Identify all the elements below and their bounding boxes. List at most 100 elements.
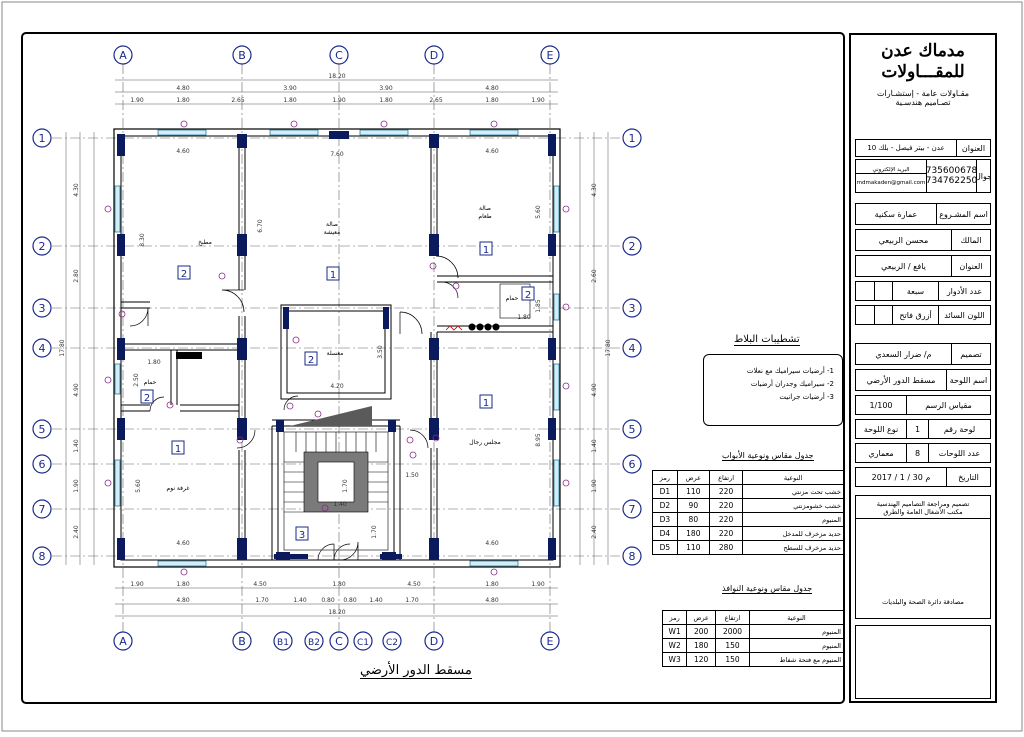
windows-header-1: عرض	[686, 610, 716, 625]
svg-text:5: 5	[39, 423, 46, 436]
grid-bubble-top-C: C	[329, 45, 349, 65]
phone2: 734762250	[926, 176, 976, 186]
dim-right-2: 4.90	[591, 383, 598, 397]
svg-text:معيشة: معيشة	[324, 229, 341, 236]
windows-cell-0-0: W1	[661, 624, 688, 639]
dim-inner-12: 1.80	[147, 359, 161, 366]
svg-text:B2: B2	[308, 638, 320, 648]
dim-top-1-3: 4.80	[485, 85, 499, 92]
svg-text:3: 3	[299, 530, 305, 541]
project-value: عمارة سكنية	[874, 209, 918, 219]
windows-cell-2-3: المنيوم مع فتحة شفاط	[749, 652, 844, 667]
floors-row: سبعة عدد الأدوار	[855, 281, 991, 301]
svg-text:A: A	[119, 635, 127, 648]
svg-text:صالة: صالة	[326, 221, 338, 228]
svg-text:2: 2	[308, 355, 314, 366]
dim-right-overall: 17.80	[605, 339, 612, 356]
review-line1: تصميم ومراجعة التصاميم الهندسية	[876, 500, 970, 508]
dim-top-2-1: 1.80	[176, 97, 190, 104]
dim-bottom-2-6: 1.70	[405, 597, 419, 604]
sheet-no-row: نوع اللوحة 1 لوحة رقم	[855, 419, 991, 439]
address-row: عدن - بيتر فيصل - بلك 10 العنوان	[855, 139, 991, 157]
sheet-type-label: نوع اللوحة	[863, 424, 899, 434]
grid-bubble-left-6: 6	[32, 454, 52, 474]
doors-cell-0-0: D1	[652, 484, 678, 499]
dim-left-5: 2.40	[73, 525, 80, 539]
svg-text:C2: C2	[386, 638, 398, 648]
room-bath1: حمام	[144, 379, 157, 386]
dim-bottom-2-2: 1.40	[293, 597, 307, 604]
dim-bottom-2-5: 1.40	[369, 597, 383, 604]
date-row: 2017 / 1 / 30 م التاريخ	[855, 467, 991, 487]
dim-inner-14: 1.85	[535, 299, 542, 313]
grid-bubble-top-D: D	[424, 45, 444, 65]
dim-top-2-4: 1.90	[332, 97, 346, 104]
windows-header-3: النوعية	[749, 610, 844, 625]
partition-mark	[445, 325, 463, 331]
svg-text:6: 6	[629, 458, 636, 471]
dim-top-2-6: 2.65	[429, 97, 443, 104]
svg-text:2: 2	[39, 240, 46, 253]
sheet-no-value: 1	[906, 420, 928, 438]
doors-header-3: النوعية	[742, 470, 844, 485]
tile-tag-7: 1	[479, 394, 493, 409]
grid-bubble-top-A: A	[113, 45, 133, 65]
phone1: 735600678	[926, 166, 976, 176]
window-dark-panes	[274, 554, 402, 559]
color-value: أزرق فاتح	[892, 306, 938, 324]
grid-bubble-left-5: 5	[32, 419, 52, 439]
approval-text: مصادقة دائرة الصحة والبلديات	[882, 598, 964, 606]
tile-tag-5: 2	[140, 389, 154, 404]
drawing-value: مسقط الدور الأرضي	[866, 375, 936, 385]
svg-text:2: 2	[181, 269, 187, 280]
dim-right-4: 1.90	[591, 479, 598, 493]
tile-tag-1: 1	[326, 266, 340, 281]
dim-left-1: 2.80	[73, 269, 80, 283]
dim-inner-8: 8.95	[535, 433, 542, 447]
scale-label: مقياس الرسم	[906, 396, 990, 414]
dim-inner-15: 1.80	[517, 314, 531, 321]
dim-right-1: 2.60	[591, 269, 598, 283]
dim-inner-13: 2.50	[133, 373, 140, 387]
dim-left-4: 1.90	[73, 479, 80, 493]
dim-inner-6: 6.70	[257, 219, 264, 233]
grid-bubble-right-7: 7	[622, 499, 642, 519]
doors-cell-1-0: D2	[652, 498, 678, 513]
dim-inner-5: 8.30	[139, 233, 146, 247]
svg-text:مغسلة: مغسلة	[327, 350, 344, 357]
project-row: عمارة سكنية اسم المشـروع	[855, 203, 991, 225]
color-label: اللون السائد	[938, 306, 990, 324]
floors-blank-2	[874, 282, 892, 300]
floors-value: سبعة	[892, 282, 938, 300]
company-name-line1: مدماك عدن	[881, 41, 965, 61]
dim-bottom-1-2: 4.50	[253, 581, 267, 588]
windows-cell-0-1: 200	[686, 624, 716, 639]
grid-bubble-top-E: E	[540, 45, 560, 65]
grid-bubble-right-4: 4	[622, 338, 642, 358]
doors-cell-4-1: 110	[676, 540, 710, 555]
color-blank-2	[874, 306, 892, 324]
location-row: يافع / الربيعي العنوان	[855, 255, 991, 277]
design-value: م/ ضرار السعدي	[875, 349, 932, 359]
email-label: البريد الإلكتروني	[856, 167, 926, 174]
doors-cell-2-2: 220	[708, 512, 744, 527]
grid-bubble-bottom-B2: B2	[304, 631, 324, 651]
svg-text:E: E	[547, 49, 554, 62]
windows-cell-1-1: 180	[686, 638, 716, 653]
owner-value: محسن الربيعي	[878, 235, 929, 245]
grid-bubble-right-6: 6	[622, 454, 642, 474]
doors-header-1: عرض	[676, 470, 710, 485]
doors-header-0: رمز	[652, 470, 678, 485]
svg-text:D: D	[430, 49, 438, 62]
dim-inner-9: 5.60	[135, 479, 142, 493]
phone-cell: 735600678 734762250	[926, 160, 976, 192]
doors-cell-2-0: D3	[652, 512, 678, 527]
svg-text:2: 2	[525, 290, 531, 301]
email-cell: البريد الإلكتروني mdmakaden@gmail.com	[856, 160, 926, 192]
